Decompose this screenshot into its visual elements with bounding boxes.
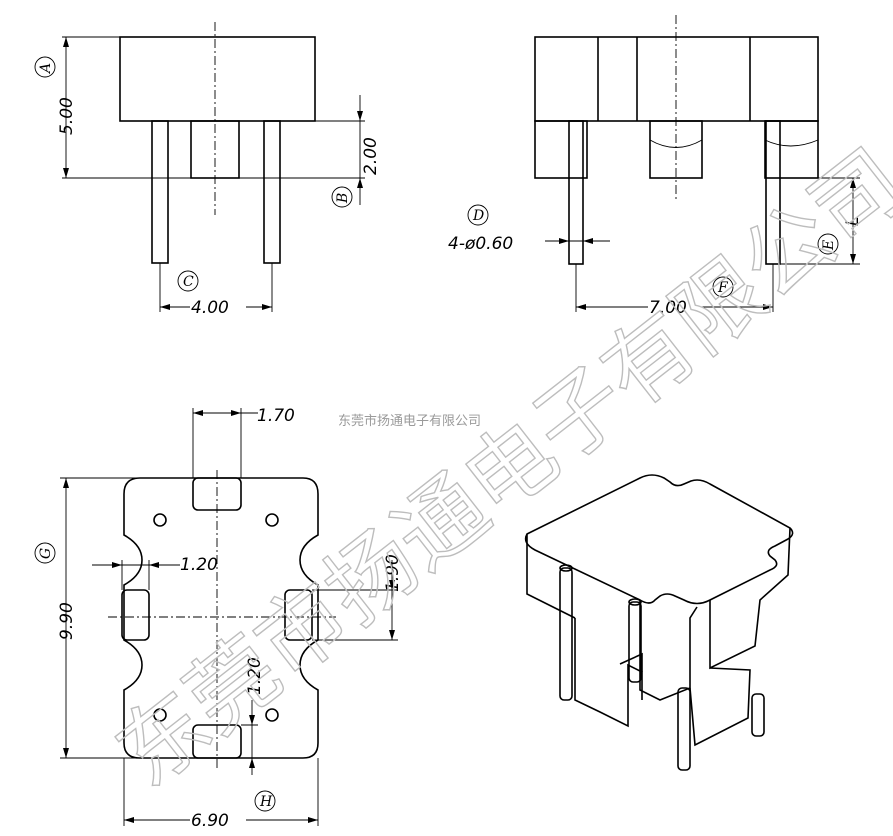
watermark-small: 东莞市扬通电子有限公司 (338, 413, 481, 429)
label-a: A (38, 63, 54, 75)
label-g: G (38, 548, 54, 559)
iso-pin-1 (559, 567, 573, 701)
label-h-circle (254, 790, 276, 812)
iso-pin-3 (677, 687, 691, 771)
dim-b-value: 2.00 (361, 137, 381, 175)
dim-notch-side-h-value: 1.90 (383, 554, 403, 592)
pin-hole-3 (153, 708, 167, 722)
label-e: E (821, 240, 837, 251)
label-c-circle (177, 270, 199, 292)
pin-hole-1 (153, 513, 167, 527)
label-g-circle (34, 542, 56, 564)
label-d: D (472, 208, 484, 224)
front-view: 5.00 A 2.00 B 4.00 C (34, 22, 381, 318)
label-a-circle (34, 56, 56, 78)
label-f: F (717, 280, 729, 296)
dim-d-value: 4-ø0.60 (448, 234, 513, 254)
iso-pin-2 (628, 601, 642, 683)
dim-notch-bottom-value: 1.20 (245, 657, 265, 695)
bottom-notch-right (284, 589, 313, 641)
bottom-view: 1.70 1.20 1.90 1.20 9.90 G (34, 406, 403, 831)
label-b: B (335, 193, 351, 204)
side-foot-left (534, 120, 588, 179)
dim-h-value: 6.90 (191, 811, 229, 831)
pin-hole-2 (265, 513, 279, 527)
bottom-notch-left (121, 589, 150, 641)
watermark: 东莞市扬通电子有限公司 东莞市扬通电子有限公司 (97, 129, 893, 808)
front-pin-left (151, 120, 169, 264)
dim-c-value: 4.00 (191, 298, 229, 318)
label-f-circle (712, 276, 734, 298)
label-b-circle (331, 186, 353, 208)
iso-top-face (524, 474, 794, 605)
label-c: C (183, 274, 194, 290)
dim-e-value: L (843, 217, 863, 226)
front-pin-right (263, 120, 281, 264)
iso-pin-4 (751, 693, 765, 737)
dim-g-value: 9.90 (57, 602, 77, 640)
label-d-circle (467, 204, 489, 226)
side-body (534, 36, 819, 122)
side-pin-left (568, 120, 584, 265)
dim-notch-top-value: 1.70 (257, 406, 295, 426)
dim-a-value: 5.00 (57, 97, 77, 135)
bottom-outline (123, 477, 319, 759)
dim-f-value: 7.00 (649, 298, 687, 318)
dim-notch-side-w-value: 1.20 (180, 555, 218, 575)
label-e-circle (817, 233, 839, 255)
label-h: H (259, 794, 273, 810)
pin-hole-4 (265, 708, 279, 722)
watermark-large: 东莞市扬通电子有限公司 (98, 129, 893, 806)
isometric-view (524, 474, 794, 771)
front-body (119, 36, 316, 122)
side-view: 4-ø0.60 D 7.00 F L E (448, 15, 863, 318)
